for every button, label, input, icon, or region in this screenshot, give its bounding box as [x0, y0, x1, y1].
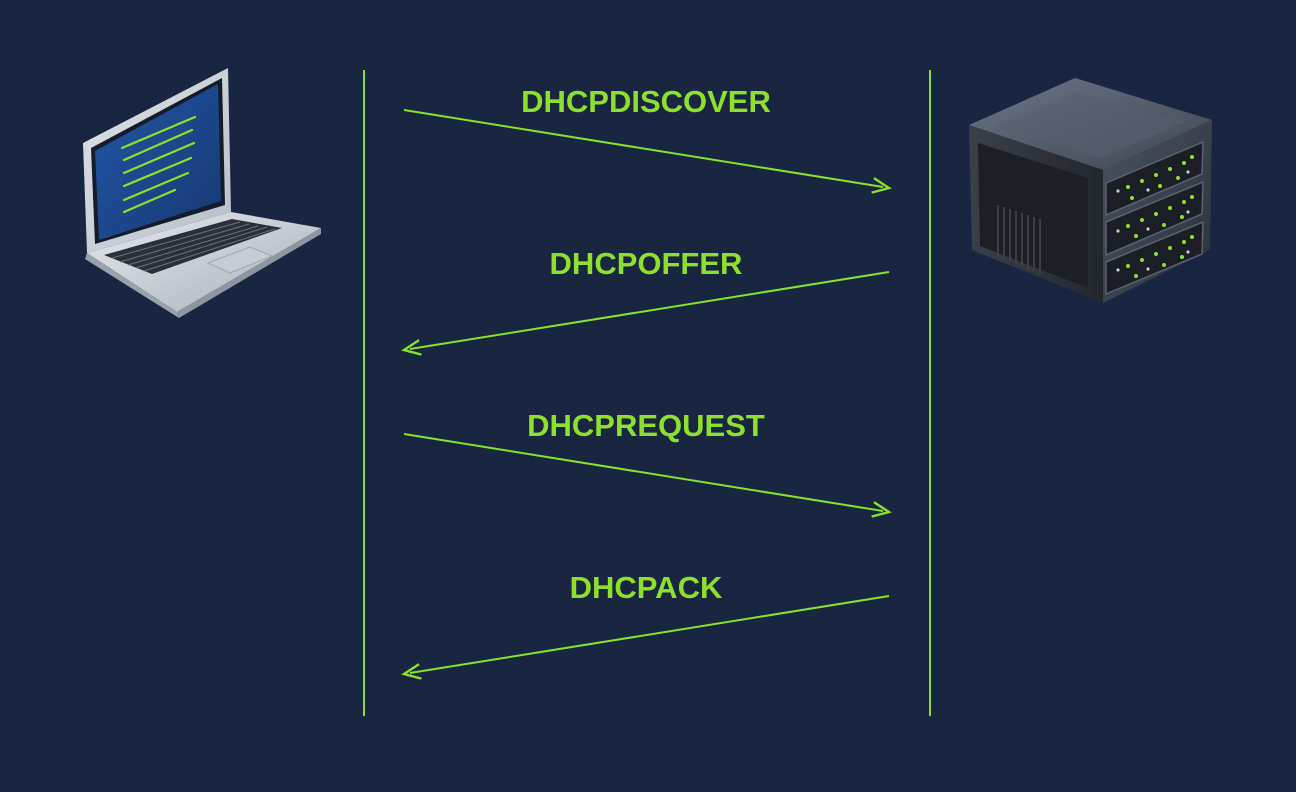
screen-code-lines [120, 115, 197, 214]
message-label: DHCPDISCOVER [521, 84, 771, 119]
message-sequence: DHCPDISCOVER DHCPOFFER DHCPREQUEST DHCPACK [401, 84, 892, 680]
message-arrow-dhcprequest [403, 433, 884, 513]
server-icon [969, 78, 1212, 303]
arrowhead [871, 177, 892, 194]
message-label: DHCPREQUEST [527, 408, 765, 443]
message-label: DHCPOFFER [550, 246, 743, 281]
message-arrow-dhcpack [409, 595, 890, 675]
arrowhead [401, 339, 422, 356]
message-arrow-dhcpdiscover [403, 109, 884, 189]
server-rack-units [1105, 140, 1204, 296]
arrowhead [401, 663, 422, 680]
message-arrow-dhcpoffer [409, 271, 890, 351]
message-label: DHCPACK [570, 570, 723, 605]
arrowhead [871, 501, 892, 518]
laptop-icon [83, 68, 321, 318]
